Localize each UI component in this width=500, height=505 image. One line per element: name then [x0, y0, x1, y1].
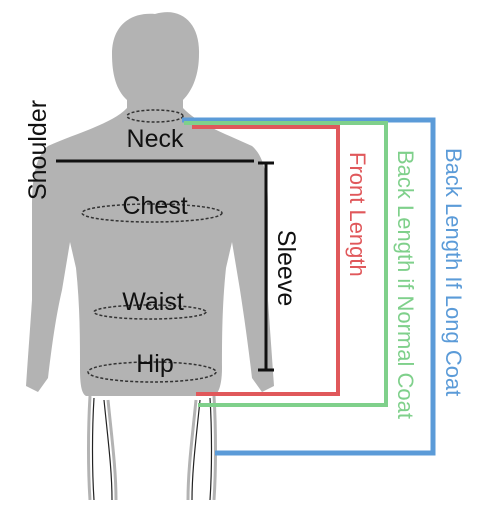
neck-label: Neck [127, 125, 184, 153]
front-length-label: Front Length [345, 152, 370, 277]
left-leg-inner [106, 399, 118, 501]
back-length-long-line [182, 117, 436, 456]
waist-line [93, 304, 207, 320]
head [112, 12, 200, 112]
right-leg-inner [186, 399, 198, 501]
back-length-normal-line [184, 121, 388, 407]
back-length-normal-label: Back Length if Normal Coat [393, 150, 418, 419]
legs [87, 395, 217, 501]
hip-line [87, 361, 217, 383]
hip-label: Hip [136, 350, 174, 378]
chest-label: Chest [122, 192, 187, 220]
left-leg-outline [87, 395, 92, 501]
shoulder-label: Shoulder [24, 100, 52, 200]
torso [26, 108, 274, 396]
back-length-long-label: Back Length If Long Coat [441, 148, 466, 396]
sleeve-label: Sleeve [272, 230, 300, 306]
right-leg-outline [212, 395, 217, 501]
body-silhouette [26, 12, 274, 396]
circumference-lines [81, 109, 223, 383]
front-length-line [192, 125, 340, 396]
waist-label: Waist [122, 288, 184, 316]
sleeve-bracket [258, 161, 274, 372]
neck-line [126, 109, 184, 123]
chest-line [81, 203, 223, 223]
legs-inner-lines [91, 397, 213, 501]
